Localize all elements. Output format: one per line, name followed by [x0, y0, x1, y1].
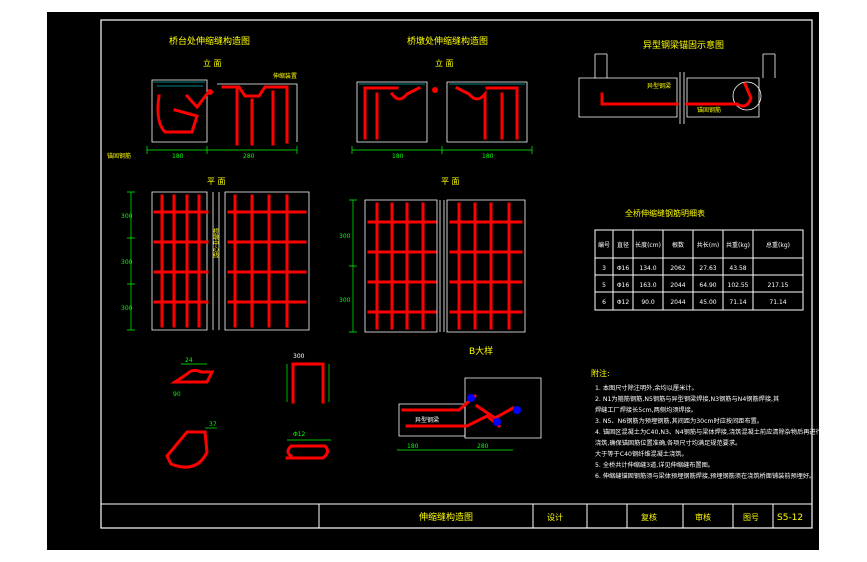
drawing-no: S5-12	[777, 513, 803, 523]
bend-detail-2: 300	[286, 353, 330, 404]
table-header-cell: 直径	[617, 241, 629, 249]
title-steel-plate: 异型钢梁锚固示意图	[643, 39, 724, 51]
drawing-no-label: 图号	[743, 513, 759, 522]
check-label: 审核	[695, 512, 711, 522]
svg-text:37: 37	[209, 421, 217, 428]
table-cell: 2044	[670, 282, 685, 289]
note-line: 4. 锚固区混凝土为C40,N3、N4钢筋与梁体焊接,浇筑混凝土前应清除杂物后再…	[595, 428, 819, 436]
table-cell: 3	[602, 265, 606, 272]
table-cell: 43.58	[729, 265, 746, 272]
svg-text:300: 300	[121, 305, 133, 312]
rebar-table: 全桥伸缩缝钢筋明细表 编号直径长度(cm) 根数 共长(m) 共重(kg) 总重(kg)…	[594, 208, 804, 311]
bend-detail-4: Φ12	[285, 431, 331, 460]
svg-text:桥墩中心线: 桥墩中心线	[212, 227, 219, 258]
table-cell: 27.63	[699, 265, 716, 272]
svg-text:90: 90	[173, 391, 181, 398]
table-header-cell: 长度(cm)	[635, 241, 661, 249]
svg-text:锚固钢筋: 锚固钢筋	[697, 106, 721, 114]
table-cell: Φ16	[617, 265, 630, 272]
table-cell: Φ16	[617, 282, 630, 289]
table-header-cell: 总重(kg)	[766, 241, 790, 249]
plan1-title: 平 面	[207, 177, 226, 186]
svg-text:300: 300	[339, 297, 351, 304]
title-pier: 桥墩处伸缩缝构造图	[407, 35, 488, 47]
bend-detail-1: 24 90	[170, 357, 215, 398]
title-abutment: 桥台处伸缩缝构造图	[169, 35, 250, 47]
table-cell: 217.15	[768, 282, 789, 289]
svg-text:280: 280	[477, 443, 489, 450]
plan2-title: 平 面	[441, 177, 460, 186]
table-cell: 163.0	[639, 282, 656, 289]
notes-block: 附注: 1. 本图尺寸除注明外,余均以厘米计。 2. N1为箍筋钢筋,N5钢筋与异…	[591, 368, 822, 480]
svg-text:异型钢梁: 异型钢梁	[647, 82, 671, 90]
elevation-pier: 立 面 180 180	[351, 58, 533, 160]
table-cell: 2044	[670, 299, 685, 306]
plan-pier: 平 面 300 300	[339, 177, 526, 333]
elevation-abutment: 立 面 180 280 锚固钢筋 伸缩装置	[107, 58, 298, 160]
table-header-cell: 共长(m)	[697, 241, 720, 249]
notes-heading: 附注:	[591, 368, 610, 378]
note-line: 浇筑,确保锚固筋位置准确,各项尺寸均满足规范要求。	[595, 439, 741, 447]
note-line: 焊缝工厂焊接长5cm,两侧均须焊接。	[595, 406, 697, 414]
b-detail: B大样 异型钢梁 180 280	[397, 345, 542, 451]
table-header-cell: 共重(kg)	[726, 241, 750, 249]
note-line: 6. 伸缩缝锚固钢筋须与梁体预埋钢筋焊接,预埋钢筋须在浇筑桥面铺装前预埋好。	[595, 472, 815, 480]
svg-text:180: 180	[407, 443, 419, 450]
elevation1-title: 立 面	[203, 58, 222, 68]
table-header-cell: 编号	[598, 241, 610, 249]
note-line: 5. 全桥共计伸缩缝3道,详见伸缩缝布置图。	[595, 461, 714, 469]
notes-lines: 1. 本图尺寸除注明外,余均以厘米计。 2. N1为箍筋钢筋,N5钢筋与异型钢梁焊…	[595, 384, 822, 480]
svg-text:24: 24	[185, 357, 193, 364]
svg-text:300: 300	[293, 353, 305, 360]
table-cell: 134.0	[639, 265, 656, 272]
table-cell: 102.55	[728, 282, 749, 289]
cad-drawing-canvas[interactable]: 桥台处伸缩缝构造图 桥墩处伸缩缝构造图 异型钢梁锚固示意图 立 面 180 28…	[47, 12, 822, 550]
table-cell: Φ12	[617, 299, 630, 306]
drawing-name: 伸缩缝构造图	[419, 511, 473, 523]
table-cell: 71.14	[729, 299, 746, 306]
design-label: 设计	[547, 512, 563, 522]
table-cell: 45.00	[699, 299, 716, 306]
table-cell: 5	[602, 282, 606, 289]
svg-text:Φ12: Φ12	[293, 431, 306, 438]
table-header-cell: 根数	[672, 241, 684, 249]
svg-text:锚固钢筋: 锚固钢筋	[107, 152, 131, 160]
review-label: 复核	[641, 512, 657, 522]
steel-plate-sketch: 异型钢梁 锚固钢筋	[578, 53, 776, 124]
note-line: 大于等于C40钢纤维混凝土浇筑。	[595, 450, 688, 458]
svg-text:300: 300	[339, 233, 351, 240]
note-line: 1. 本图尺寸除注明外,余均以厘米计。	[595, 384, 698, 392]
svg-text:300: 300	[121, 259, 133, 266]
table-title: 全桥伸缩缝钢筋明细表	[625, 208, 705, 218]
table-header-row: 编号直径长度(cm) 根数 共长(m) 共重(kg) 总重(kg)	[598, 241, 790, 249]
table-cell: 64.90	[699, 282, 716, 289]
svg-text:180: 180	[482, 153, 494, 160]
svg-text:300: 300	[121, 213, 133, 220]
table-cell: 71.14	[769, 299, 786, 306]
b-detail-title: B大样	[469, 345, 493, 357]
note-line: 3. N5、N6钢筋为预埋钢筋,其间距为30cm时应按间距布置。	[595, 417, 763, 425]
bend-detail-3: 37	[165, 421, 217, 469]
svg-text:伸缩装置: 伸缩装置	[273, 72, 297, 80]
svg-text:180: 180	[392, 153, 404, 160]
title-block: 伸缩缝构造图 设计 复核 审核 图号 S5-12	[100, 503, 813, 529]
note-line: 2. N1为箍筋钢筋,N5钢筋与异型钢梁焊接,N3钢筋与N4钢筋焊接,其	[595, 395, 779, 403]
table-cell: 2062	[670, 265, 685, 272]
svg-text:180: 180	[172, 153, 184, 160]
plan-abutment: 平 面 300 300 300 桥墩中心线	[121, 177, 310, 331]
svg-text:280: 280	[243, 153, 255, 160]
table-cell: 6	[602, 299, 606, 306]
table-cell: 90.0	[641, 299, 655, 306]
drawing-sheet: 桥台处伸缩缝构造图 桥墩处伸缩缝构造图 异型钢梁锚固示意图 立 面 180 28…	[100, 19, 822, 529]
svg-text:异型钢梁: 异型钢梁	[415, 416, 439, 424]
elevation2-title: 立 面	[435, 58, 454, 68]
